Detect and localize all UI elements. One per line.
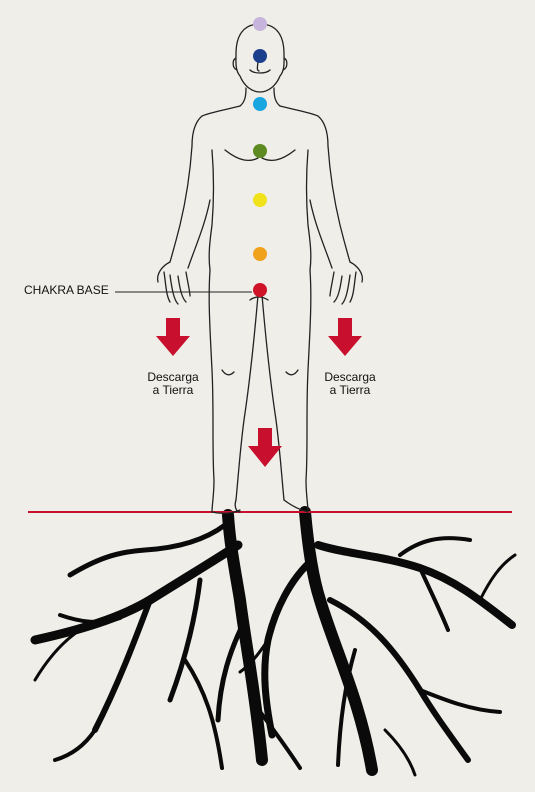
discharge-left-line1: Descarga (147, 370, 199, 384)
chakra-base (253, 283, 267, 297)
chakra-heart (253, 144, 267, 158)
discharge-right-line1: Descarga (324, 370, 376, 384)
roots (30, 506, 517, 777)
discharge-left-line2: a Tierra (153, 383, 194, 397)
human-figure-outline (156, 23, 364, 514)
chakra-third-eye (253, 49, 267, 63)
base-chakra-label: CHAKRA BASE (24, 283, 109, 297)
center-down-arrow (248, 428, 282, 467)
chakra-throat (253, 97, 267, 111)
left-down-arrow (156, 318, 190, 356)
chakra-solar-plexus (253, 193, 267, 207)
right-down-arrow (328, 318, 362, 356)
chakra-crown (253, 17, 267, 31)
chakra-sacral (253, 247, 267, 261)
discharge-right-line2: a Tierra (330, 383, 371, 397)
chakra-points (253, 17, 267, 297)
head (235, 23, 285, 93)
arrows (156, 318, 362, 467)
